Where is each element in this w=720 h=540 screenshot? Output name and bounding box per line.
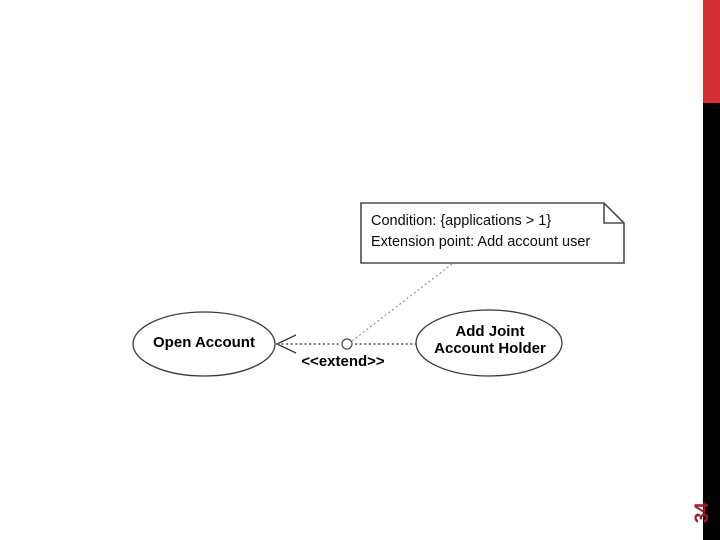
slide-accent-bar-red [703, 0, 720, 103]
use-case-add-joint-account-holder-label: Add Joint Account Holder [434, 323, 546, 358]
use-case-open-account-label: Open Account [153, 334, 255, 351]
note-anchor-junction-icon [341, 338, 353, 350]
slide-accent-bar-black [703, 103, 720, 540]
note-line-condition: Condition: {applications > 1} [371, 213, 552, 229]
note-fold-icon [603, 203, 624, 224]
note-line-extension-point: Extension point: Add account user [371, 234, 591, 251]
note-content: Condition: {applications > 1} Extension … [371, 211, 621, 253]
use-case-open-account[interactable] [132, 311, 276, 377]
use-case-add-joint-account-holder[interactable] [415, 309, 563, 377]
extend-arrowhead-icon [275, 334, 297, 354]
note-box [360, 202, 625, 264]
extend-stereotype-label: <<extend>> [301, 353, 385, 370]
page-number: 34 [692, 502, 713, 524]
